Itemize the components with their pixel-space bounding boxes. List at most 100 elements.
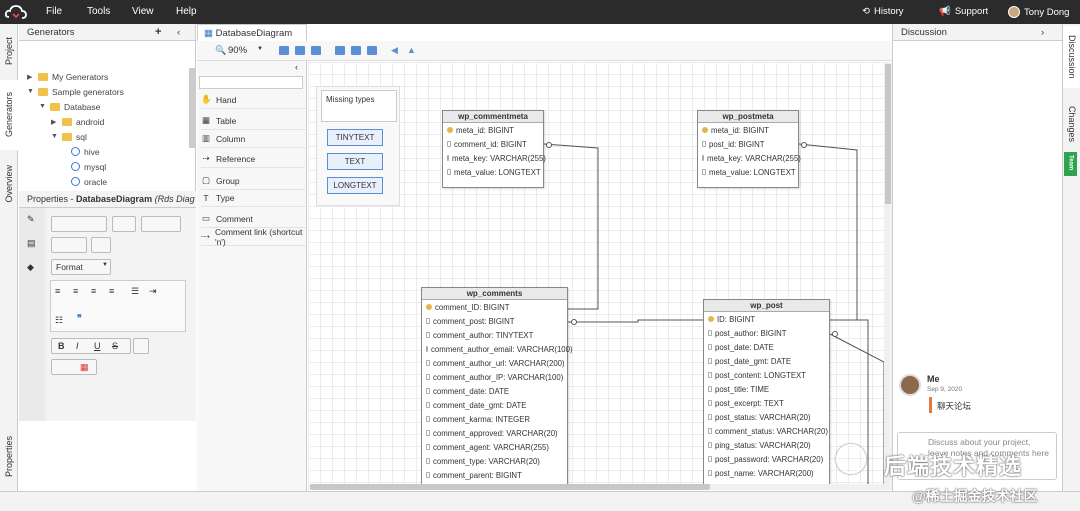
discussion-input[interactable]: Discuss about your project, leave notes … bbox=[897, 432, 1057, 480]
link-group-button[interactable] bbox=[141, 216, 181, 232]
collapse-panel-icon[interactable]: ‹ bbox=[177, 27, 181, 38]
table-column[interactable]: comment_type: VARCHAR(20) bbox=[422, 454, 567, 468]
table-column[interactable]: ping_status: VARCHAR(20) bbox=[704, 438, 829, 452]
table-column[interactable]: comment_agent: VARCHAR(255) bbox=[422, 440, 567, 454]
type-tinytext[interactable]: TINYTEXT bbox=[327, 129, 383, 146]
tab-changes[interactable]: Changes bbox=[1067, 105, 1077, 143]
align-top-tool-icon[interactable] bbox=[335, 46, 345, 55]
primary-key-column[interactable]: meta_id: BIGINT bbox=[698, 123, 798, 137]
table-column[interactable]: post_status: VARCHAR(20) bbox=[704, 410, 829, 424]
chevron-down-icon[interactable]: ▼ bbox=[51, 133, 58, 140]
layout-group-button[interactable] bbox=[51, 237, 87, 253]
table-column[interactable]: comment_date: DATE bbox=[422, 384, 567, 398]
quote-icon[interactable]: ❞ bbox=[77, 313, 82, 323]
expand-panel-icon[interactable]: › bbox=[1041, 27, 1045, 38]
bring-front-icon[interactable]: ▲ bbox=[407, 45, 416, 55]
zoom-level[interactable]: 90% bbox=[228, 45, 248, 56]
align-center-tool-icon[interactable] bbox=[295, 46, 305, 55]
table-insert-button[interactable]: ▦ bbox=[51, 359, 97, 375]
type-text[interactable]: TEXT bbox=[327, 153, 383, 170]
align-left-icon[interactable]: ≡ bbox=[55, 286, 61, 296]
list-icon[interactable]: ☰ bbox=[131, 286, 140, 296]
tree-item-sample-generators[interactable]: ▼Sample generators bbox=[27, 85, 124, 98]
generators-scrollbar[interactable] bbox=[189, 68, 195, 148]
relation-postmeta-post[interactable] bbox=[798, 143, 858, 321]
palette-item-group[interactable]: ▢Group bbox=[201, 172, 305, 190]
pencil-icon[interactable]: ✎ bbox=[27, 214, 35, 224]
palette-search-input[interactable] bbox=[199, 76, 303, 89]
bold-icon[interactable]: B bbox=[58, 341, 65, 351]
image-button[interactable] bbox=[133, 338, 149, 354]
table-column[interactable]: comment_author_url: VARCHAR(200) bbox=[422, 356, 567, 370]
tree-item-oracle[interactable]: oracle bbox=[71, 175, 107, 188]
table-column[interactable]: meta_key: VARCHAR(255) bbox=[443, 151, 546, 165]
menu-view[interactable]: View bbox=[132, 6, 154, 17]
missing-types-group[interactable]: Missing types TINYTEXT TEXT LONGTEXT bbox=[316, 86, 400, 206]
menu-tools[interactable]: Tools bbox=[87, 6, 111, 17]
canvas-horizontal-scroll-thumb[interactable] bbox=[310, 484, 710, 490]
align-left-tool-icon[interactable] bbox=[279, 46, 289, 55]
tab-generators[interactable]: Generators bbox=[0, 80, 18, 150]
chevron-down-icon[interactable]: ▼ bbox=[39, 103, 46, 110]
table-column[interactable]: post_name: VARCHAR(200) bbox=[704, 466, 829, 480]
align-right-tool-icon[interactable] bbox=[311, 46, 321, 55]
chevron-right-icon[interactable]: ▶ bbox=[51, 118, 57, 126]
tree-item-my-generators[interactable]: ▶My Generators bbox=[27, 70, 108, 83]
table-column[interactable]: post_excerpt: TEXT bbox=[704, 396, 829, 410]
menu-help[interactable]: Help bbox=[176, 6, 197, 17]
tab-database-diagram[interactable]: ▦ DatabaseDiagram × bbox=[197, 24, 307, 50]
paste-group-button[interactable] bbox=[51, 216, 107, 232]
primary-key-column[interactable]: ID: BIGINT bbox=[704, 312, 829, 326]
support-button[interactable]: 📢 Support bbox=[939, 6, 989, 17]
canvas-vertical-scroll-thumb[interactable] bbox=[885, 64, 891, 204]
tab-overview[interactable]: Overview bbox=[4, 165, 14, 203]
zoom-dropdown-icon[interactable]: ▼ bbox=[257, 46, 263, 52]
table-column[interactable]: comment_date_gmt: DATE bbox=[422, 398, 567, 412]
user-menu[interactable]: Tony Dong bbox=[1008, 6, 1069, 18]
table-column[interactable]: post_password: VARCHAR(20) bbox=[704, 452, 829, 466]
italic-icon[interactable]: I bbox=[76, 341, 79, 351]
table-column[interactable]: post_title: TIME bbox=[704, 382, 829, 396]
numbered-list-icon[interactable]: ☷ bbox=[55, 315, 64, 325]
palette-item-reference[interactable]: ⇢Reference bbox=[201, 150, 305, 168]
palette-item-comment-link[interactable]: ⤏Comment link (shortcut 'n') bbox=[201, 227, 305, 247]
tree-item-android[interactable]: ▶android bbox=[51, 115, 104, 128]
palette-item-comment[interactable]: ▭Comment bbox=[201, 210, 305, 228]
table-header[interactable]: wp_comments bbox=[422, 288, 567, 300]
add-generator-icon[interactable]: + bbox=[155, 26, 162, 38]
text-style-group[interactable]: B I U S bbox=[51, 338, 131, 354]
check-dropdown-button[interactable] bbox=[112, 216, 136, 232]
tab-project[interactable]: Project bbox=[4, 36, 14, 65]
canvas-vertical-scrollbar[interactable] bbox=[884, 62, 892, 490]
align-center-icon[interactable]: ≡ bbox=[73, 286, 79, 296]
strikethrough-icon[interactable]: S bbox=[112, 341, 119, 351]
underline-icon[interactable]: U bbox=[94, 341, 101, 351]
relation-commentmeta-comments[interactable] bbox=[543, 143, 599, 310]
app-logo-icon[interactable] bbox=[4, 3, 28, 21]
table-column[interactable]: comment_author_email: VARCHAR(100) bbox=[422, 342, 573, 356]
table-column[interactable]: meta_key: VARCHAR(255) bbox=[698, 151, 801, 165]
align-middle-tool-icon[interactable] bbox=[351, 46, 361, 55]
relation-comments-post[interactable] bbox=[568, 319, 703, 323]
primary-key-column[interactable]: meta_id: BIGINT bbox=[443, 123, 543, 137]
missing-types-note[interactable]: Missing types bbox=[321, 90, 397, 122]
table-column[interactable]: meta_value: LONGTEXT bbox=[698, 165, 798, 179]
table-column[interactable]: post_content: LONGTEXT bbox=[704, 368, 829, 382]
palette-item-hand[interactable]: ✋Hand bbox=[201, 91, 305, 109]
tree-item-hive[interactable]: hive bbox=[71, 145, 100, 158]
document-icon[interactable]: ▤ bbox=[27, 238, 36, 248]
team-badge[interactable]: Team bbox=[1064, 152, 1077, 176]
justify-icon[interactable]: ≡ bbox=[109, 286, 115, 296]
tree-item-sql[interactable]: ▼sql bbox=[51, 130, 87, 143]
type-longtext[interactable]: LONGTEXT bbox=[327, 177, 383, 194]
menu-file[interactable]: File bbox=[46, 6, 63, 17]
tag-icon[interactable]: ◆ bbox=[27, 262, 34, 272]
send-back-icon[interactable]: ◀ bbox=[391, 45, 398, 55]
table-header[interactable]: wp_post bbox=[704, 300, 829, 312]
history-button[interactable]: ⟲ History bbox=[862, 6, 904, 17]
table-column[interactable]: comment_id: BIGINT bbox=[443, 137, 543, 151]
table-column[interactable]: post_author: BIGINT bbox=[704, 326, 829, 340]
